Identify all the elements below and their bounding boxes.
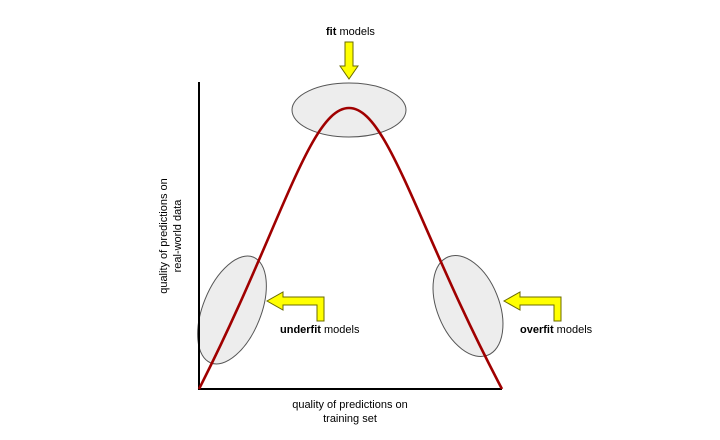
- y-axis-label-line2: real-world data: [172, 199, 184, 273]
- y-axis-label-line1: quality of predictions on: [158, 178, 170, 294]
- overfit-label-strong: overfit: [520, 324, 554, 336]
- overfit-models-label: overfit models: [520, 324, 592, 337]
- underfit-arrow-icon: [265, 291, 325, 322]
- model-quality-curve: [197, 106, 504, 390]
- overfit-label-rest: models: [553, 324, 593, 336]
- fit-models-label: fit models: [326, 26, 375, 39]
- underfit-models-label: underfit models: [280, 324, 359, 337]
- overfit-region-ellipse: [432, 255, 504, 357]
- underfit-label-strong: underfit: [280, 324, 321, 336]
- x-axis-label-line2: training set: [323, 413, 377, 425]
- y-axis-label: quality of predictions on real-world dat…: [157, 126, 185, 346]
- fit-arrow-icon: [339, 41, 359, 80]
- overfit-arrow-icon: [502, 291, 562, 322]
- x-axis-label: quality of predictions on training set: [250, 398, 450, 426]
- fit-region-ellipse: [291, 82, 407, 138]
- fit-label-rest: models: [336, 26, 375, 38]
- x-axis-label-line1: quality of predictions on: [292, 399, 408, 411]
- underfit-label-rest: models: [320, 324, 360, 336]
- fit-label-strong: fit: [326, 26, 337, 38]
